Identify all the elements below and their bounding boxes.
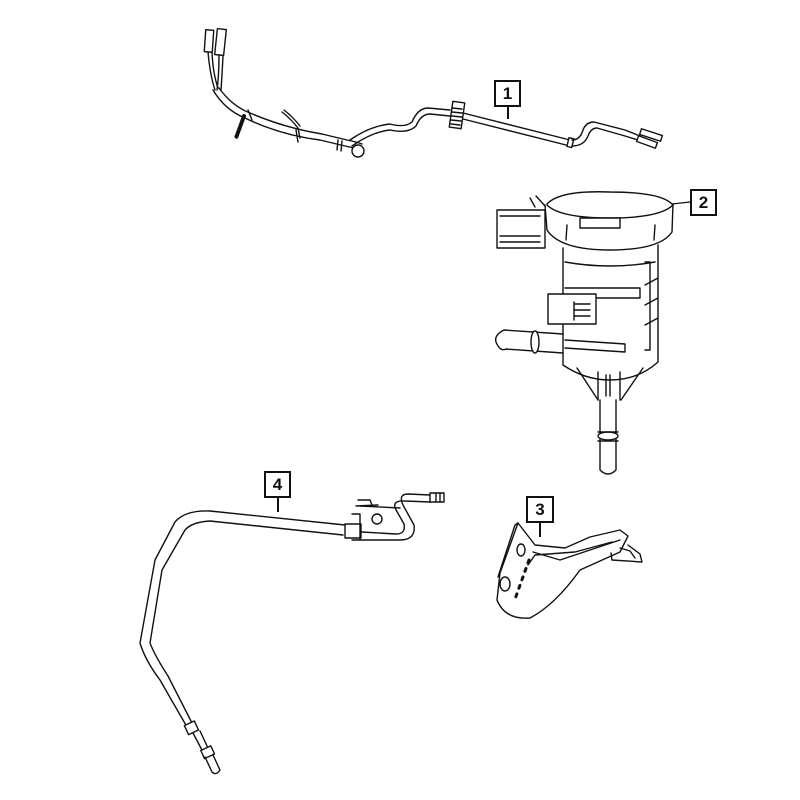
part-3-bracket[interactable]: [492, 518, 647, 623]
callout-4-leader: [277, 498, 279, 512]
part-2-valve-drawing: [494, 191, 691, 475]
part-1-harness-drawing: [203, 27, 664, 158]
part-3-bracket-drawing: [496, 522, 643, 619]
callout-1[interactable]: 1: [494, 80, 521, 107]
callout-4[interactable]: 4: [264, 471, 291, 498]
callout-2[interactable]: 2: [690, 189, 717, 216]
callout-3[interactable]: 3: [526, 496, 554, 523]
callout-3-leader: [539, 523, 541, 537]
callout-1-leader: [507, 107, 509, 119]
part-1-harness[interactable]: [195, 25, 670, 160]
part-2-valve[interactable]: [490, 185, 680, 480]
part-4-hose[interactable]: [135, 488, 450, 780]
part-4-hose-drawing: [139, 492, 445, 775]
